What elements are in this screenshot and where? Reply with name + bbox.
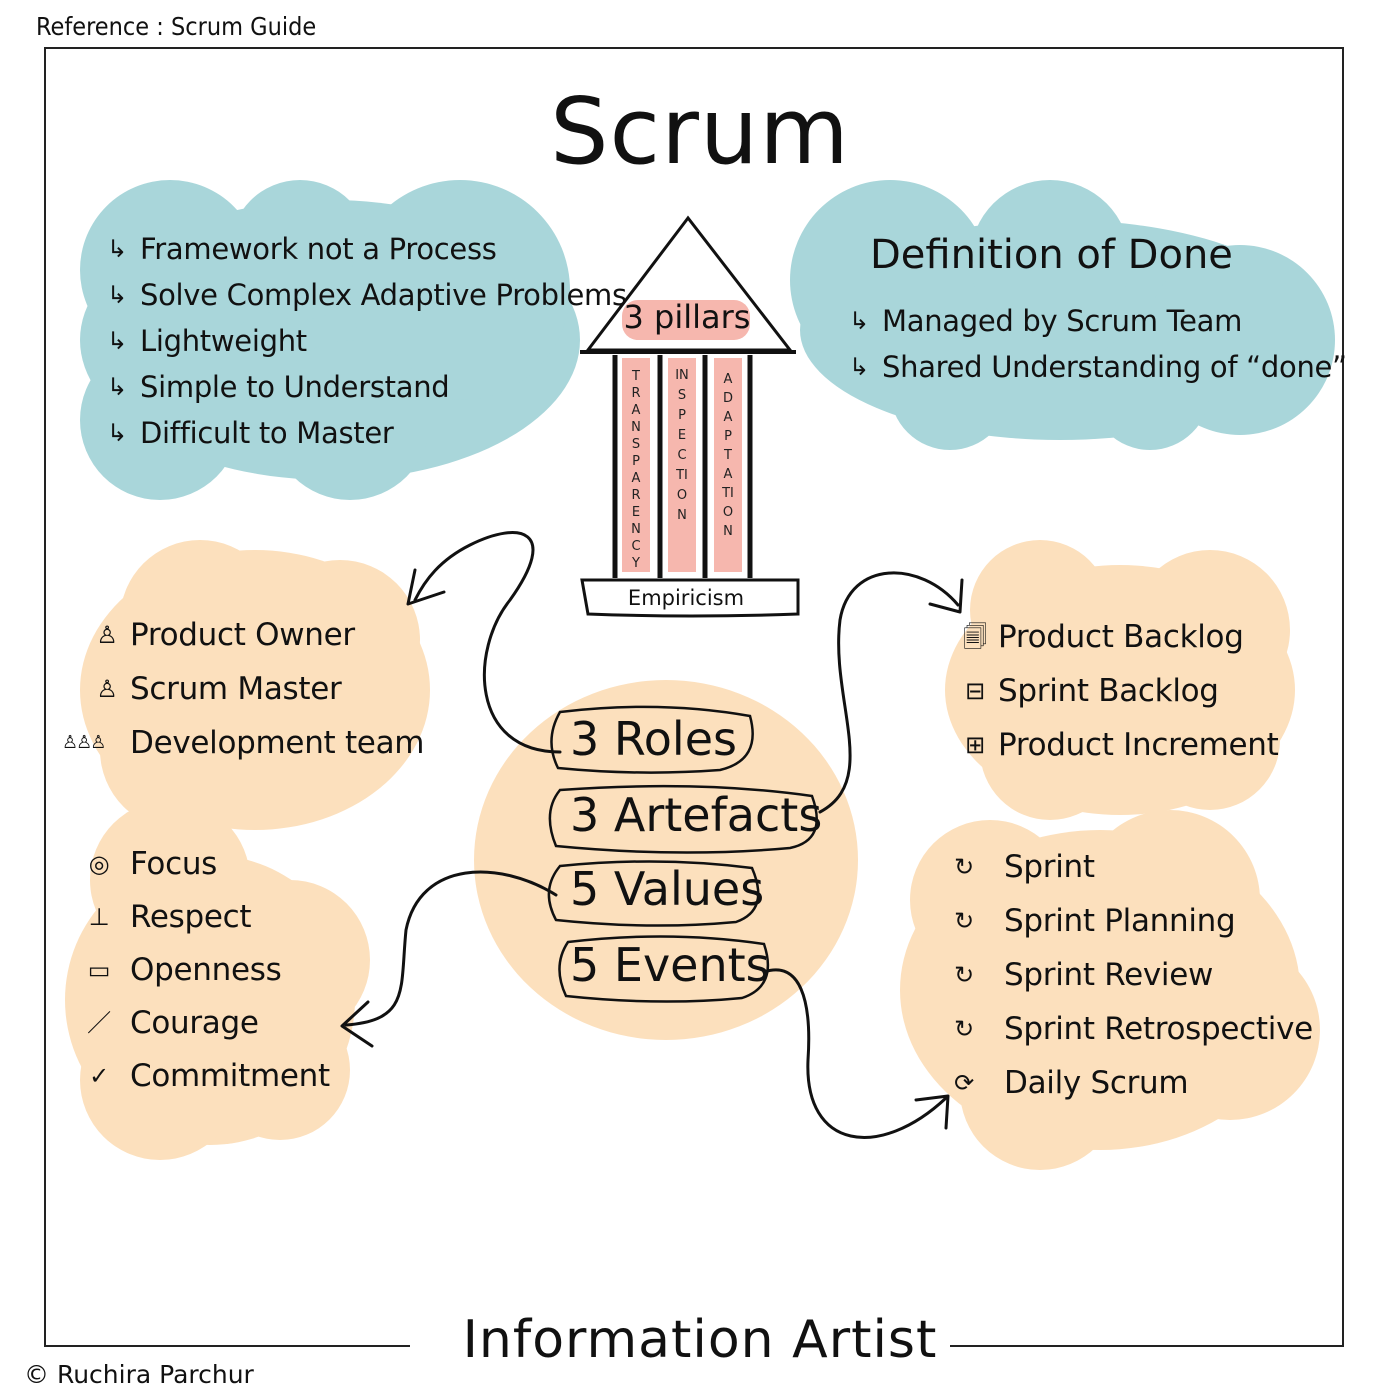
pillar-transparency: TRANSPARENCY (631, 369, 641, 571)
return-arrow-icon: ↳ (107, 235, 127, 263)
arrow-to-roles (413, 531, 562, 754)
backlog-jar-icon: 🗐 (963, 623, 987, 651)
hat-icon: ⊥ (88, 903, 110, 931)
list-item: ↻Sprint Planning (940, 894, 1313, 948)
return-arrow-icon: ↳ (107, 419, 127, 447)
dod-list: ↳Managed by Scrum Team ↳Shared Understan… (842, 298, 1347, 390)
center-events-label: 5 Events (570, 938, 770, 992)
list-item: ▭Openness (74, 944, 330, 997)
arrow-to-events (762, 968, 948, 1139)
footer-brand: Information Artist (462, 1310, 938, 1370)
reference-label: Reference : Scrum Guide (36, 12, 317, 41)
list-item: ↻Sprint Review (940, 948, 1313, 1002)
list-item: ↳Difficult to Master (100, 410, 627, 456)
return-arrow-icon: ↳ (107, 373, 127, 401)
list-item: ⊟Sprint Backlog (958, 664, 1279, 718)
checkmark-icon: ✓ (89, 1062, 109, 1090)
pillars-base-label: Empiricism (627, 586, 745, 610)
values-pill (547, 860, 760, 927)
center-values-label: 5 Values (570, 862, 765, 916)
roles-pill (550, 705, 754, 774)
copyright: © Ruchira Parchur (24, 1360, 254, 1389)
list-item: ↳Framework not a Process (100, 226, 627, 272)
sprint-cycle-icon: ↻ (954, 853, 974, 881)
return-arrow-icon: ↳ (107, 281, 127, 309)
team-icon: ♙♙♙ (62, 732, 106, 753)
daily-cycle-icon: ⟳ (954, 1069, 974, 1097)
list-item: ↳Lightweight (100, 318, 627, 364)
pillars-title: 3 pillars (623, 298, 751, 336)
values-cloud (65, 800, 370, 1160)
list-item: ◎Focus (74, 838, 330, 891)
list-item: 🗐Product Backlog (958, 610, 1279, 664)
artefacts-cloud (945, 540, 1295, 820)
list-item: ／Courage (74, 997, 330, 1050)
list-item: ↻Sprint (940, 840, 1313, 894)
pillar-inspection: INSPECTION (675, 368, 689, 523)
list-item: ⟳Daily Scrum (940, 1056, 1313, 1110)
list-item: ↳Solve Complex Adaptive Problems (100, 272, 627, 318)
small-jar-icon: ⊟ (965, 677, 985, 705)
planning-cycle-icon: ↻ (954, 907, 974, 935)
list-item: ⊥Respect (74, 891, 330, 944)
center-artefacts-label: 3 Artefacts (570, 788, 823, 842)
events-pill (558, 935, 770, 1003)
review-cycle-icon: ↻ (954, 961, 974, 989)
artefacts-list: 🗐Product Backlog ⊟Sprint Backlog ⊞Produc… (958, 610, 1279, 772)
roles-cloud (80, 540, 430, 830)
center-pills (547, 705, 818, 1003)
retrospective-cycle-icon: ↻ (954, 1015, 974, 1043)
gift-box-icon: ⊞ (965, 731, 985, 759)
page-title: Scrum (550, 78, 850, 185)
open-book-icon: ▭ (87, 956, 111, 984)
arrow-to-values (344, 870, 558, 1027)
list-item: ♙♙♙Development team (62, 716, 424, 770)
return-arrow-icon: ↳ (849, 353, 869, 381)
artefacts-pill (548, 784, 818, 854)
dod-cloud (790, 180, 1335, 450)
list-item: ⊞Product Increment (958, 718, 1279, 772)
list-item: ↻Sprint Retrospective (940, 1002, 1313, 1056)
roles-list: ♙Product Owner ♙Scrum Master ♙♙♙Developm… (62, 608, 424, 770)
pillars-diagram (580, 215, 800, 618)
person-icon: ♙ (96, 621, 118, 649)
list-item: ♙Product Owner (90, 608, 424, 662)
list-item: ↳Simple to Understand (100, 364, 627, 410)
list-item: ↳Managed by Scrum Team (842, 298, 1347, 344)
center-roles-label: 3 Roles (570, 712, 737, 766)
frame-gap (410, 1330, 950, 1370)
dod-title: Definition of Done (870, 232, 1233, 278)
target-icon: ◎ (88, 850, 110, 878)
connector-arrows (340, 531, 964, 1139)
overview-cloud (80, 180, 580, 500)
values-list: ◎Focus ⊥Respect ▭Openness ／Courage ✓Comm… (74, 838, 330, 1103)
events-cloud (900, 810, 1320, 1170)
return-arrow-icon: ↳ (107, 327, 127, 355)
list-item: ↳Shared Understanding of “done” (842, 344, 1347, 390)
pillar-adaptation: ADAPTATION (722, 372, 734, 539)
return-arrow-icon: ↳ (849, 307, 869, 335)
events-list: ↻Sprint ↻Sprint Planning ↻Sprint Review … (940, 840, 1313, 1110)
pen-icon: ／ (87, 1009, 111, 1037)
person-icon: ♙ (96, 675, 118, 703)
overview-list: ↳Framework not a Process ↳Solve Complex … (100, 226, 627, 456)
arrow-to-artefacts (818, 571, 960, 814)
list-item: ♙Scrum Master (90, 662, 424, 716)
list-item: ✓Commitment (74, 1050, 330, 1103)
